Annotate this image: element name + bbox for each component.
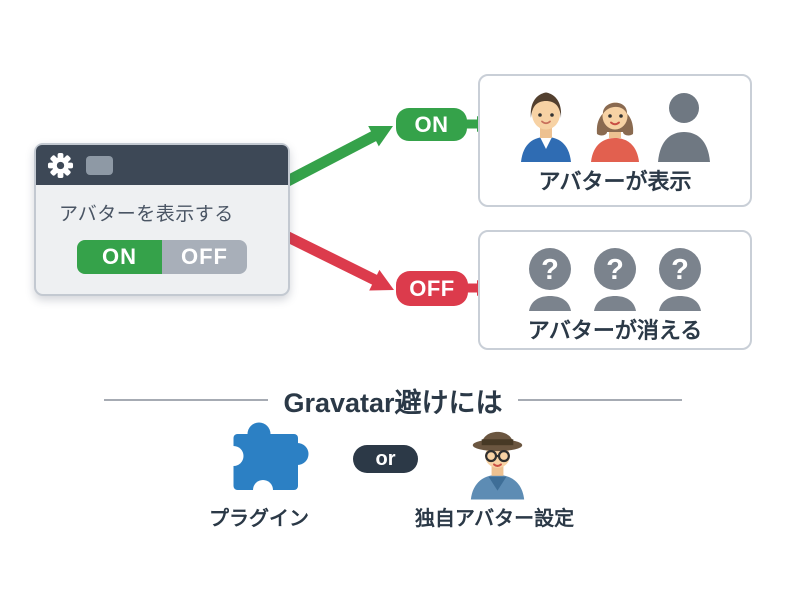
setting-label: アバターを表示する (59, 204, 234, 225)
mystery-avatar-icon: ? (529, 248, 571, 311)
off-branch-badge: OFF (396, 271, 468, 306)
puzzle-icon (233, 422, 309, 491)
off-result-label: アバターが消える (527, 318, 703, 343)
off-arrow (277, 228, 394, 291)
svg-text:?: ? (606, 254, 624, 286)
on-result-box: アバターが表示 (478, 74, 752, 207)
plugin-option-label: プラグイン (209, 508, 309, 530)
avatar-row (514, 87, 716, 162)
mystery-avatar-row: ? ? ? (520, 245, 710, 311)
footer-heading: Gravatar避けには (283, 387, 503, 418)
on-branch-badge: ON (396, 108, 467, 141)
silhouette-avatar-icon (658, 93, 710, 162)
settings-window: アバターを表示する ON OFF (34, 143, 290, 296)
or-badge: or (353, 445, 418, 473)
divider-line-right (517, 399, 683, 401)
custom-avatar-option-label: 独自アバター設定 (414, 508, 575, 530)
svg-text:?: ? (541, 254, 559, 286)
on-result-label: アバターが表示 (538, 169, 692, 194)
window-control-button (86, 155, 113, 175)
gear-icon (47, 152, 74, 178)
woman-avatar-icon (591, 102, 639, 162)
svg-text:?: ? (671, 254, 689, 286)
person-hat-icon (470, 431, 525, 500)
toggle-off-button[interactable]: OFF (162, 240, 247, 274)
mystery-avatar-icon: ? (594, 248, 636, 311)
on-arrow (277, 126, 393, 190)
off-result-box: ? ? ? アバターが消える (478, 230, 752, 350)
divider-line-left (104, 399, 269, 401)
avatar-display-toggle: ON OFF (77, 240, 247, 274)
footer-heading-row: Gravatar避けには (104, 383, 683, 418)
mystery-avatar-icon: ? (659, 248, 701, 311)
man-avatar-icon (521, 92, 571, 162)
toggle-on-button[interactable]: ON (77, 240, 162, 274)
settings-window-titlebar (36, 145, 288, 185)
